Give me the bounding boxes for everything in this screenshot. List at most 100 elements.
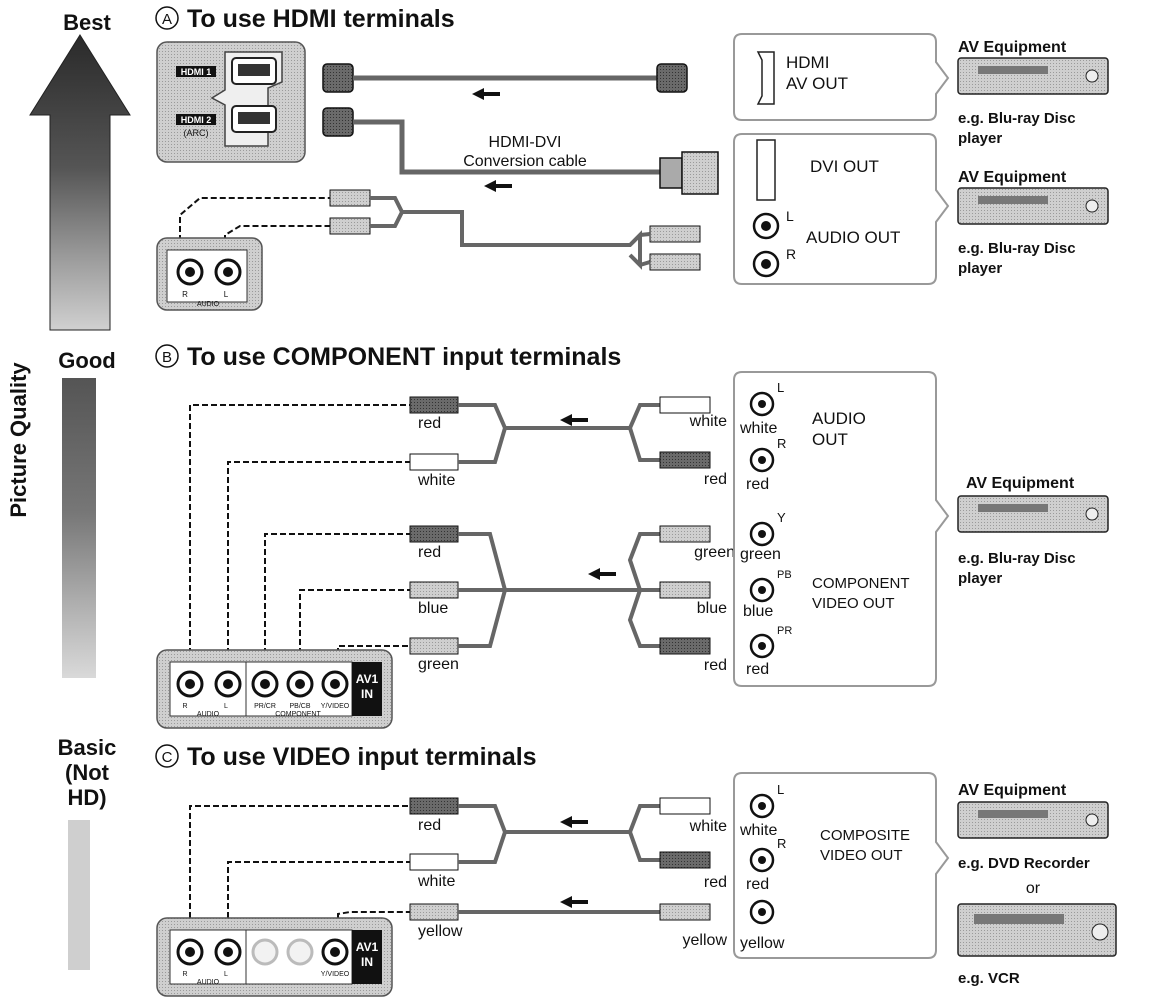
hdmi-dvi-cable bbox=[322, 107, 719, 195]
bluray-player-icon bbox=[957, 495, 1109, 533]
tv-video-audio: AUDIO bbox=[197, 979, 220, 986]
video-jack-label-yellow: yellow bbox=[740, 935, 785, 952]
equip-c-or: or bbox=[1026, 880, 1041, 897]
tv-audio-r-label: R bbox=[182, 290, 188, 299]
tv-comp-r: R bbox=[182, 703, 187, 710]
tv-comp-in: IN bbox=[361, 687, 373, 701]
video-right-label-red: red bbox=[704, 874, 727, 891]
equip-a1-eg2: player bbox=[958, 130, 1002, 147]
picture-quality-label: Picture Quality bbox=[6, 362, 31, 518]
composite-out-1: COMPOSITE bbox=[820, 827, 910, 844]
tv-video-y: Y/VIDEO bbox=[321, 971, 350, 978]
tv-audio-label: AUDIO bbox=[197, 301, 220, 308]
dvi-out-label: DVI OUT bbox=[810, 157, 879, 176]
quality-basic-2: (Not bbox=[65, 760, 110, 785]
tv-comp-av1: AV1 bbox=[356, 672, 379, 686]
audio-out-label: AUDIO OUT bbox=[806, 228, 900, 247]
comp-left-label-blue: blue bbox=[418, 600, 448, 617]
equip-b-eg2: player bbox=[958, 570, 1002, 587]
svg-text:A: A bbox=[162, 11, 172, 28]
hdmi-out-panel bbox=[733, 33, 950, 121]
comp-jack-mark-pr: PR bbox=[777, 625, 792, 637]
comp-jack-mark-r: R bbox=[777, 436, 786, 451]
section-c-title: To use VIDEO input terminals bbox=[187, 743, 537, 771]
video-jack-mark-r: R bbox=[777, 836, 786, 851]
section-b-title: To use COMPONENT input terminals bbox=[187, 343, 621, 371]
picture-quality-arrow bbox=[29, 34, 131, 970]
tv-comp-pr: PR/CR bbox=[254, 703, 276, 710]
video-arrow bbox=[560, 896, 588, 908]
tv-audio-panel-a bbox=[156, 237, 263, 311]
component-right-plugs bbox=[659, 396, 711, 655]
hdmi-audio-cable bbox=[179, 189, 701, 271]
video-right-label-white: white bbox=[689, 818, 727, 835]
component-cables bbox=[458, 403, 660, 648]
comp-jack-mark-y: Y bbox=[777, 510, 786, 525]
hdmi-dvi-label-2: Conversion cable bbox=[463, 153, 587, 170]
composite-out-panel bbox=[733, 772, 950, 959]
comp-right-label-blue: blue bbox=[697, 600, 727, 617]
tv-hdmi1-label: HDMI 1 bbox=[181, 67, 212, 77]
tv-comp-component: COMPONENT bbox=[275, 711, 321, 718]
equip-b-eg1: e.g. Blu-ray Disc bbox=[958, 550, 1076, 567]
comp-jack-label-red2: red bbox=[746, 661, 769, 678]
video-left-label-white: white bbox=[417, 873, 455, 890]
tv-video-in: IN bbox=[361, 955, 373, 969]
equip-c-eg1: e.g. DVD Recorder bbox=[958, 855, 1090, 872]
equip-a1-title: AV Equipment bbox=[958, 39, 1067, 56]
quality-basic-1: Basic bbox=[58, 735, 117, 760]
section-a-marker: A bbox=[155, 6, 179, 30]
composite-out-2: VIDEO OUT bbox=[820, 847, 903, 864]
video-cables bbox=[458, 804, 660, 914]
equip-b-title: AV Equipment bbox=[966, 475, 1075, 492]
component-audio-arrow bbox=[560, 414, 588, 426]
tv-hdmi2-label: HDMI 2 bbox=[181, 115, 212, 125]
comp-left-label-red: red bbox=[418, 415, 441, 432]
svg-text:B: B bbox=[162, 349, 172, 366]
comp-left-label-red2: red bbox=[418, 544, 441, 561]
video-jack-label-red: red bbox=[746, 876, 769, 893]
component-out-panel bbox=[733, 371, 950, 687]
comp-audio-out-1: AUDIO bbox=[812, 409, 866, 428]
dvd-recorder-icon bbox=[957, 801, 1109, 839]
dvi-audio-out-panel bbox=[733, 133, 950, 285]
comp-right-label-red: red bbox=[704, 471, 727, 488]
video-audio-arrow bbox=[560, 816, 588, 828]
audio-out-r-mark: R bbox=[786, 246, 796, 262]
section-a-title: To use HDMI terminals bbox=[187, 5, 455, 33]
comp-left-label-green: green bbox=[418, 656, 459, 673]
bluray-player-icon bbox=[957, 187, 1109, 225]
comp-jack-label-red: red bbox=[746, 476, 769, 493]
bluray-player-icon bbox=[957, 57, 1109, 95]
component-left-plugs bbox=[409, 396, 459, 655]
comp-right-label-red2: red bbox=[704, 657, 727, 674]
comp-jack-label-green: green bbox=[740, 546, 781, 563]
audio-out-l-mark: L bbox=[786, 208, 794, 224]
tv-video-l: L bbox=[224, 971, 228, 978]
video-jack-mark-l: L bbox=[777, 782, 784, 797]
comp-audio-out-2: OUT bbox=[812, 430, 848, 449]
vcr-icon bbox=[957, 903, 1117, 957]
equip-a1-eg1: e.g. Blu-ray Disc bbox=[958, 110, 1076, 127]
video-left-plugs bbox=[409, 797, 459, 921]
comp-jack-label-white: white bbox=[739, 420, 777, 437]
video-left-label-yellow: yellow bbox=[418, 923, 463, 940]
video-left-label-red: red bbox=[418, 817, 441, 834]
video-right-label-yellow: yellow bbox=[683, 932, 728, 949]
svg-text:C: C bbox=[162, 749, 173, 766]
tv-comp-y: Y/VIDEO bbox=[321, 703, 350, 710]
tv-video-panel bbox=[156, 917, 393, 997]
comp-left-label-white: white bbox=[417, 472, 455, 489]
tv-component-panel bbox=[156, 649, 393, 729]
comp-jack-label-blue: blue bbox=[743, 603, 773, 620]
video-right-plugs bbox=[659, 797, 711, 921]
tv-video-r: R bbox=[182, 971, 187, 978]
section-b-marker: B bbox=[155, 344, 179, 368]
tv-hdmi2-arc: (ARC) bbox=[184, 128, 209, 138]
hdmi-out-label-1: HDMI bbox=[786, 53, 829, 72]
component-left-leads bbox=[189, 404, 410, 672]
hdmi-dvi-label-1: HDMI-DVI bbox=[489, 134, 562, 151]
comp-video-out-1: COMPONENT bbox=[812, 575, 910, 592]
quality-good: Good bbox=[58, 348, 115, 373]
